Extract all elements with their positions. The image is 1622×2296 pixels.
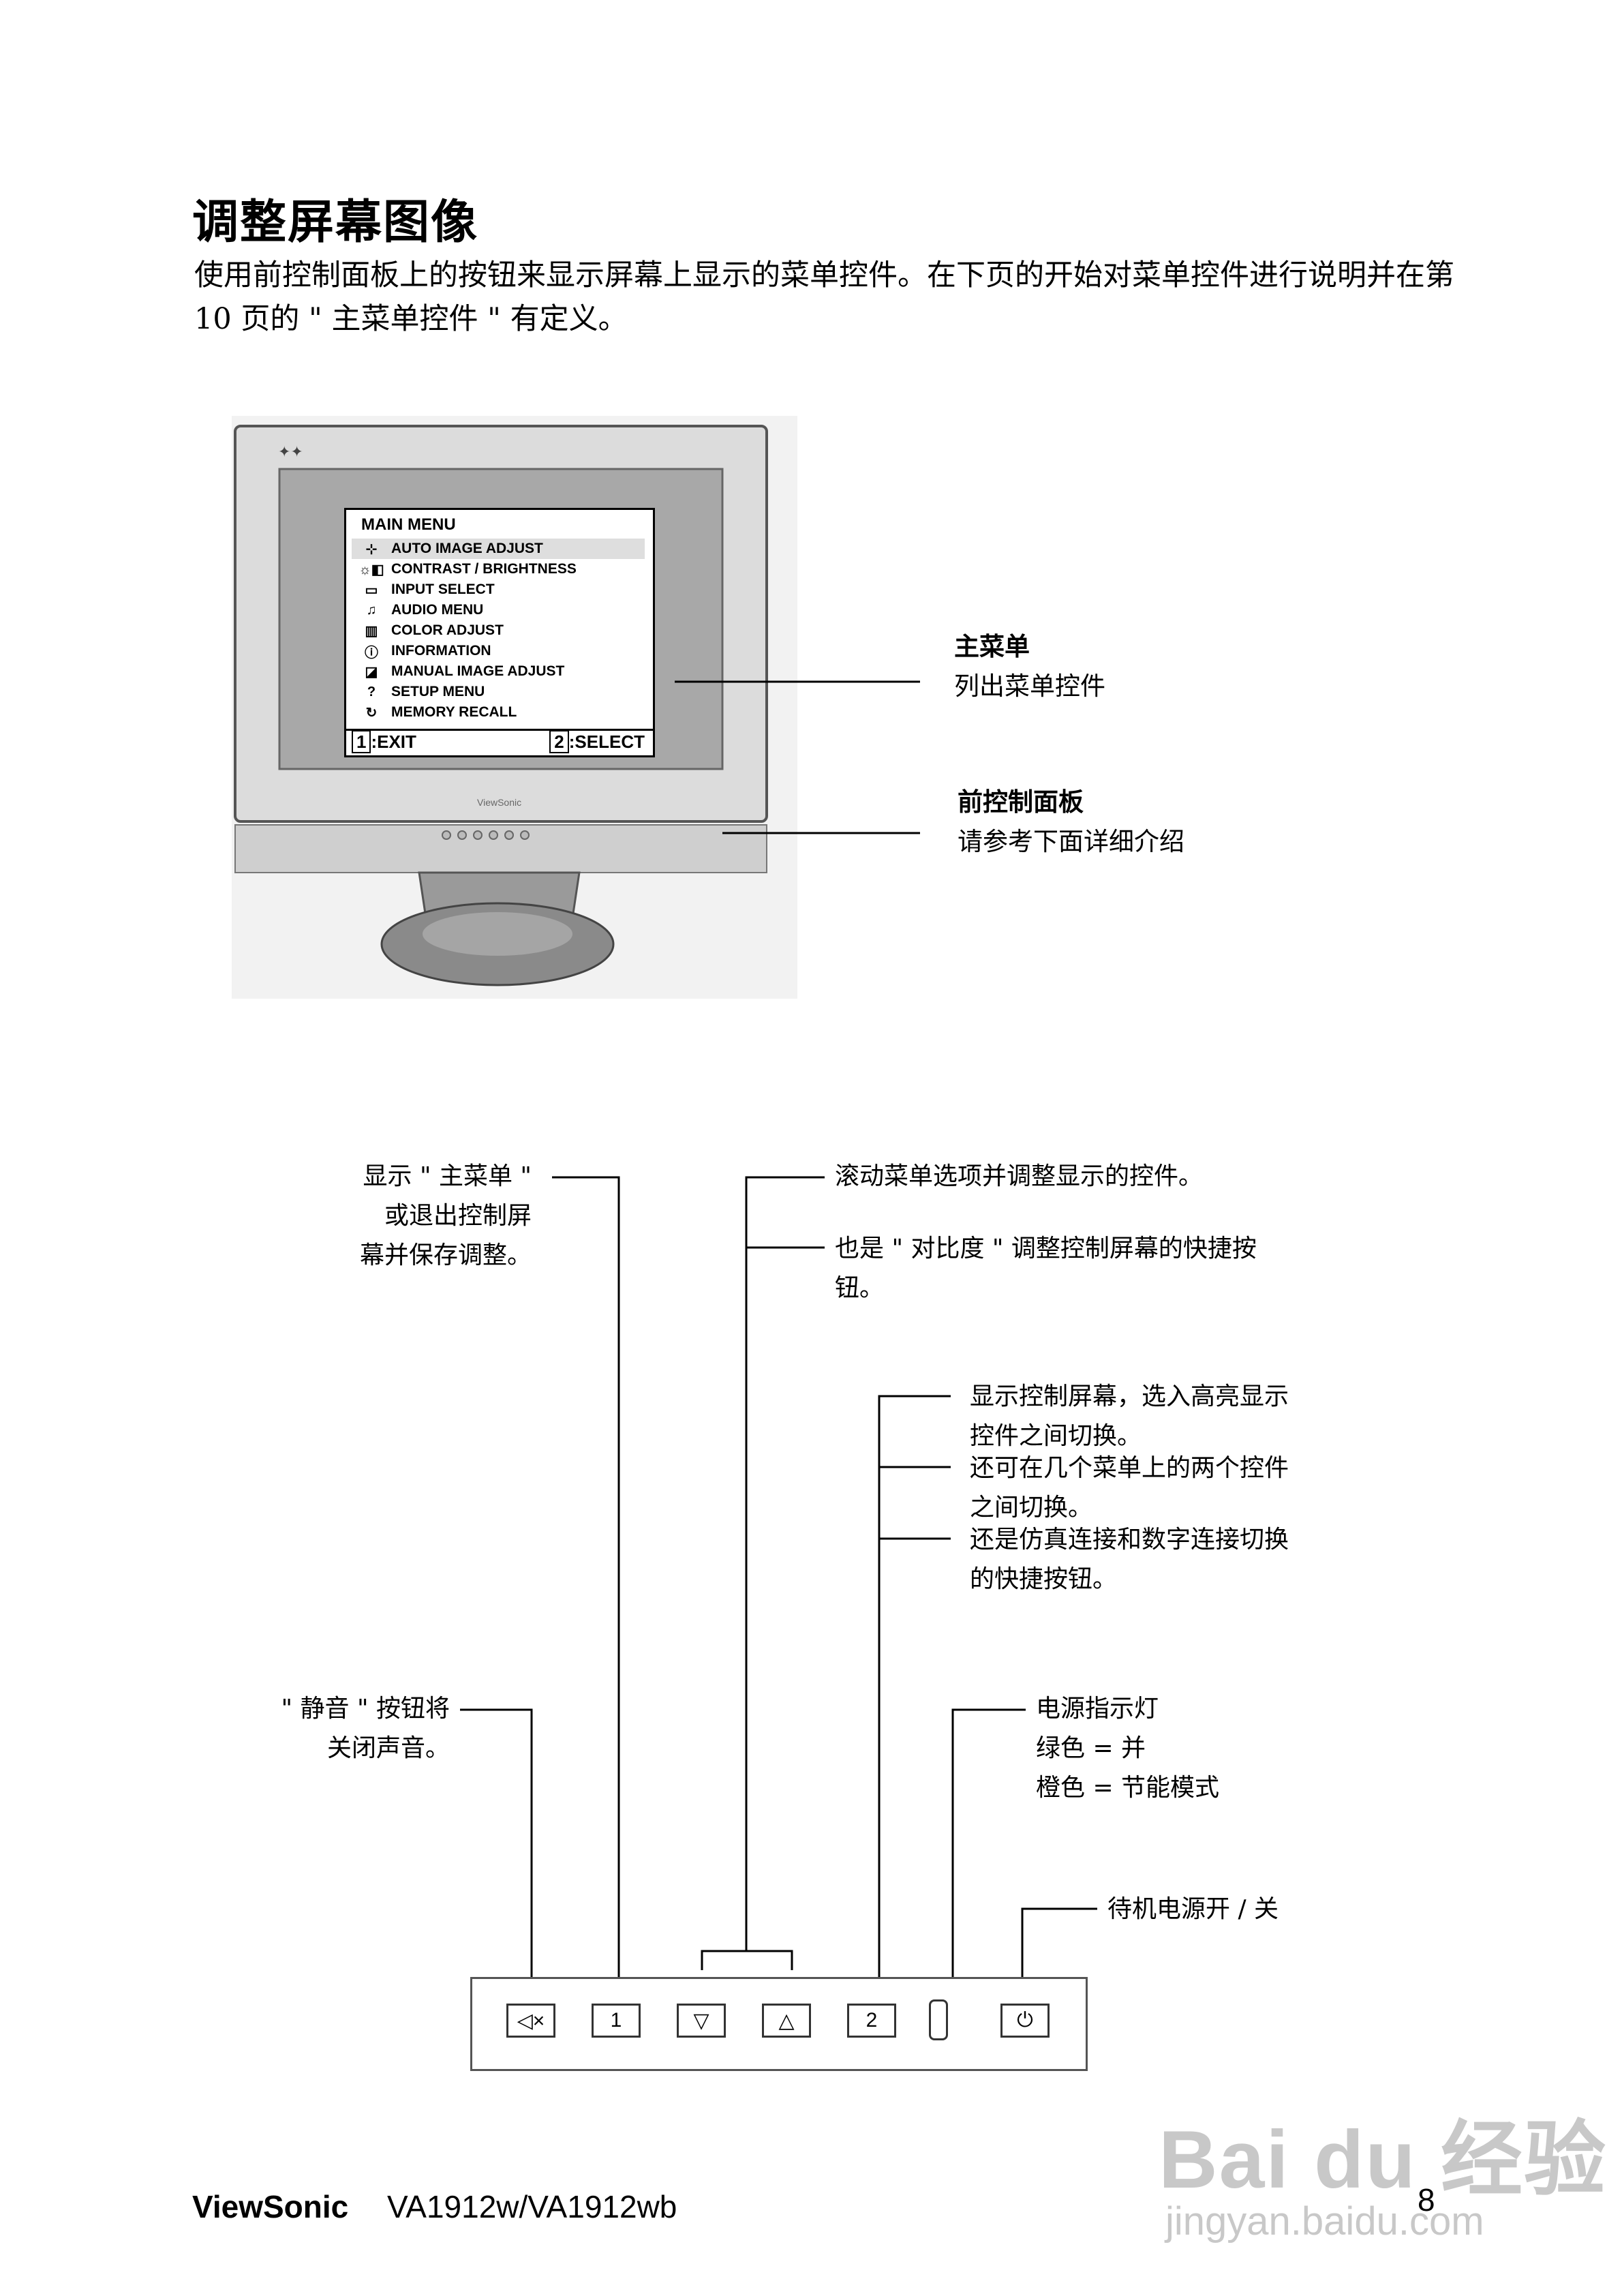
menu-item-label: MANUAL IMAGE ADJUST xyxy=(391,663,565,679)
menu-item[interactable]: ▭ INPUT SELECT xyxy=(352,579,645,600)
menu-title: MAIN MENU xyxy=(361,515,456,534)
triangle-up-icon: △ xyxy=(778,2009,795,2032)
power-button[interactable]: ⏻ xyxy=(1000,2004,1050,2038)
menu-item-label: AUTO IMAGE ADJUST xyxy=(391,541,543,556)
page-title: 调整屏幕图像 xyxy=(192,196,479,250)
btn2-description-b: 还可在几个菜单上的两个控件 之间切换。 xyxy=(970,1454,1289,1522)
up-button[interactable]: △ xyxy=(762,2004,811,2038)
menu-item[interactable]: ? SETUP MENU xyxy=(352,682,645,702)
menu-item-label: INFORMATION xyxy=(391,643,491,659)
auto-adjust-icon: ⊹ xyxy=(365,541,378,557)
menu-item-label: AUDIO MENU xyxy=(391,602,484,618)
menu-list: ⊹ AUTO IMAGE ADJUST ☼◧ CONTRAST / BRIGHTNES… xyxy=(352,539,645,723)
menu-item[interactable]: ↻ MEMORY RECALL xyxy=(352,702,645,723)
footer-brand: ViewSonic xyxy=(192,2189,349,2224)
btn1-description: 显示 " 主菜单 " 或退出控制屏 幕并保存调整。 xyxy=(359,1162,532,1269)
page-number: 8 xyxy=(1418,2182,1435,2218)
input-icon: ▭ xyxy=(365,582,378,598)
front-buttons-mini xyxy=(442,830,530,840)
contrast-description: 也是 " 对比度 " 调整控制屏幕的快捷按 钮。 xyxy=(835,1235,1257,1302)
mute-icon: ◁× xyxy=(517,2009,545,2032)
contrast-icon: ☼◧ xyxy=(358,562,384,577)
exit-hint: 1:EXIT xyxy=(352,730,416,753)
main-menu-callout: 主菜单 列出菜单控件 xyxy=(954,632,1105,701)
mute-button[interactable]: ◁× xyxy=(506,2004,555,2038)
audio-icon: ♫ xyxy=(366,602,377,618)
menu-item-label: CONTRAST / BRIGHTNESS xyxy=(391,561,577,577)
btn2-description-c: 还是仿真连接和数字连接切换 的快捷按钮。 xyxy=(970,1526,1289,1593)
front-control-panel: ◁× 1 ▽ △ 2 ⏻ xyxy=(470,1977,1088,2071)
btn2-description-a: 显示控制屏幕，选入高亮显示 控件之间切换。 xyxy=(970,1383,1289,1450)
down-button[interactable]: ▽ xyxy=(677,2004,726,2038)
svg-text:✦✦: ✦✦ xyxy=(278,443,303,460)
triangle-down-icon: ▽ xyxy=(693,2009,709,2032)
menu-item[interactable]: ⓘ INFORMATION xyxy=(352,641,645,661)
power-icon: ⏻ xyxy=(1017,2009,1033,2031)
menu-item-label: COLOR ADJUST xyxy=(391,622,504,638)
button-1[interactable]: 1 xyxy=(592,2004,641,2038)
info-icon: ⓘ xyxy=(365,645,378,661)
power-led xyxy=(929,1999,948,2040)
standby-description: 待机电源开 / 关 xyxy=(1107,1895,1279,1923)
footer-model: VA1912w/VA1912wb xyxy=(387,2189,677,2224)
scroll-description: 滚动菜单选项并调整显示的控件。 xyxy=(835,1162,1204,1190)
menu-item-label: INPUT SELECT xyxy=(391,581,495,597)
button-2[interactable]: 2 xyxy=(847,2004,896,2038)
menu-item[interactable]: ⊹ AUTO IMAGE ADJUST xyxy=(352,539,645,559)
mute-description: " 静音 " 按钮将 关闭声音。 xyxy=(281,1695,450,1762)
select-hint: 2:SELECT xyxy=(549,730,645,753)
button-label: 1 xyxy=(610,2009,622,2031)
intro-paragraph: 使用前控制面板上的按钮来显示屏幕上显示的菜单控件。在下页的开始对菜单控件进行说明… xyxy=(194,258,1454,336)
power-led-description: 电源指示灯 绿色 = 并 橙色 = 节能模式 xyxy=(1036,1695,1220,1802)
menu-item[interactable]: ☼◧ CONTRAST / BRIGHTNESS xyxy=(352,559,645,579)
baidu-url: jingyan.baidu.com xyxy=(1165,2199,1484,2244)
menu-item[interactable]: ♫ AUDIO MENU xyxy=(352,600,645,620)
menu-item-label: MEMORY RECALL xyxy=(391,704,517,720)
menu-item[interactable]: ◪ MANUAL IMAGE ADJUST xyxy=(352,661,645,682)
front-panel-callout: 前控制面板 请参考下面详细介绍 xyxy=(958,787,1184,856)
speaker-strip xyxy=(234,824,767,873)
setup-icon: ? xyxy=(367,684,376,699)
menu-item-label: SETUP MENU xyxy=(391,684,485,699)
osd-main-menu: MAIN MENU ⊹ AUTO IMAGE ADJUST ☼◧ CONTRAST /… xyxy=(344,508,655,757)
color-icon: ▥ xyxy=(365,623,378,639)
button-label: 2 xyxy=(866,2009,878,2031)
baidu-logo: Bai du 经验 xyxy=(1159,2114,1608,2205)
menu-item[interactable]: ▥ COLOR ADJUST xyxy=(352,620,645,641)
memory-icon: ↻ xyxy=(365,705,378,721)
manual-adjust-icon: ◪ xyxy=(365,664,378,680)
svg-text:ViewSonic: ViewSonic xyxy=(477,797,521,808)
